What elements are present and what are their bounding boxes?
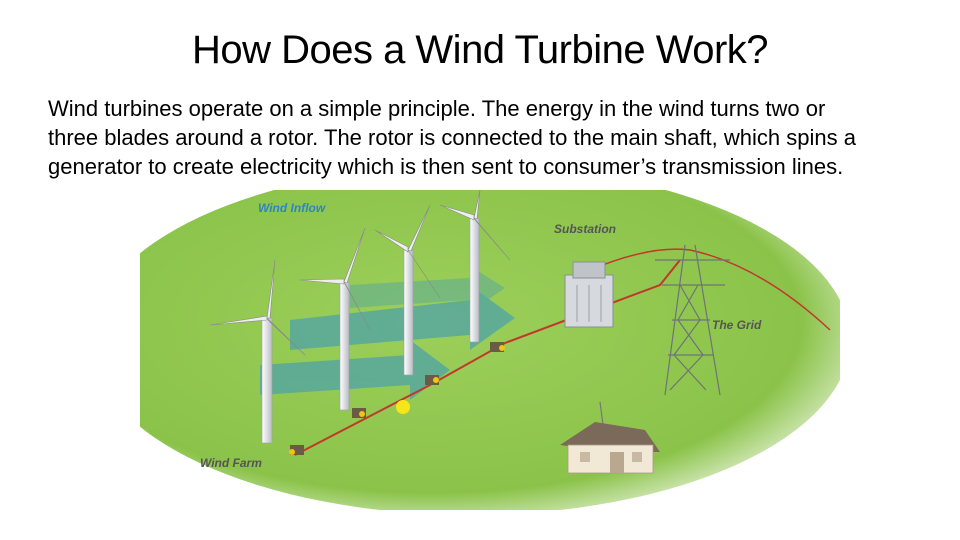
body-line-1: Wind turbines operate on a simple princi… xyxy=(48,96,826,121)
label-wind-farm: Wind Farm xyxy=(200,456,262,470)
slide-title: How Does a Wind Turbine Work? xyxy=(191,28,769,72)
power-cable xyxy=(294,259,681,456)
turbine-3 xyxy=(374,204,441,385)
transmission-tower xyxy=(655,244,730,396)
turbine-4 xyxy=(439,190,511,352)
wind-farm-diagram: Wind Inflow Substation The Grid Wind Far… xyxy=(140,190,840,510)
turbine-1 xyxy=(209,259,306,455)
slide-body-text: Wind turbines operate on a simple princi… xyxy=(48,94,928,181)
turbine-2 xyxy=(299,227,371,418)
substation xyxy=(564,261,614,328)
label-the-grid: The Grid xyxy=(712,318,762,332)
body-line-2: three blades around a rotor. The rotor i… xyxy=(48,125,856,150)
body-line-3: generator to create electricity which is… xyxy=(48,154,844,179)
grid-cable xyxy=(589,248,831,331)
label-substation: Substation xyxy=(554,222,616,236)
label-wind-inflow: Wind Inflow xyxy=(258,201,326,215)
house xyxy=(560,422,660,474)
junction-dot xyxy=(396,400,410,414)
